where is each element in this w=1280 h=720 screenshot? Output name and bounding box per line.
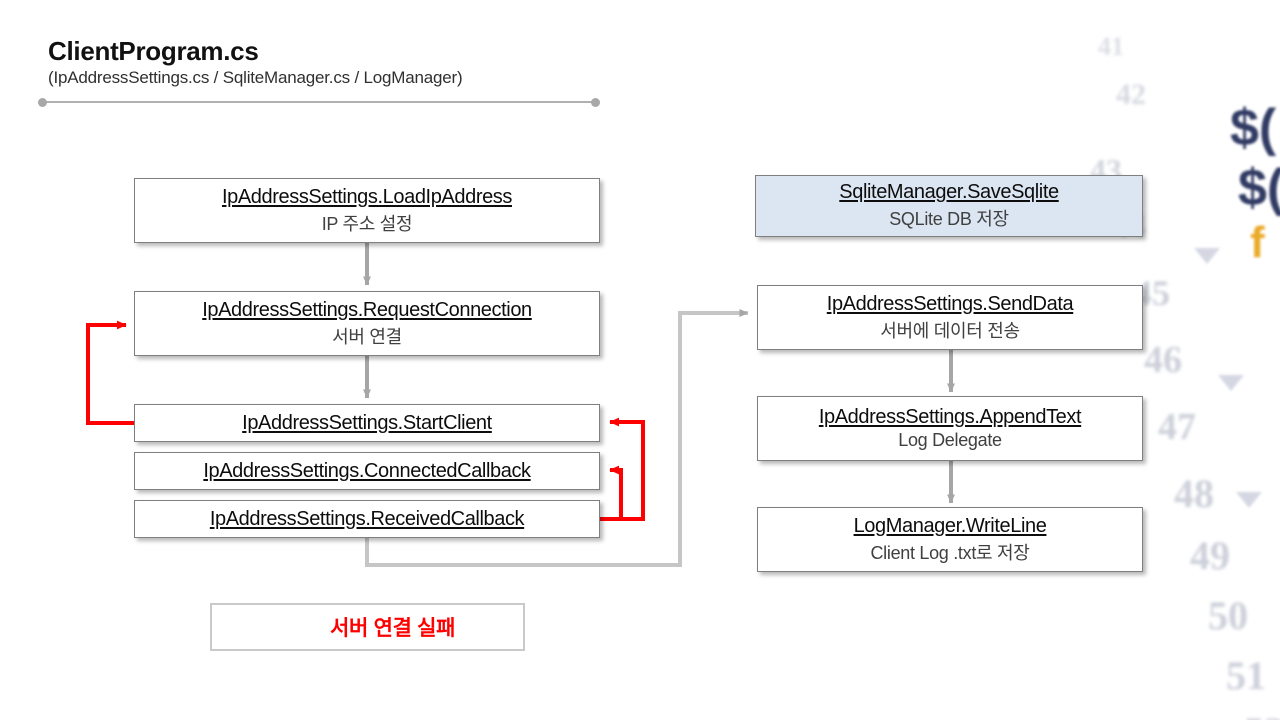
node-subtitle: 서버 연결 <box>332 326 402 347</box>
node-send-data[interactable]: IpAddressSettings.SendData 서버에 데이터 전송 <box>757 285 1143 350</box>
node-load-ip-address[interactable]: IpAddressSettings.LoadIpAddress IP 주소 설정 <box>134 178 600 243</box>
node-subtitle: IP 주소 설정 <box>321 213 413 234</box>
divider-dot-right <box>591 97 600 107</box>
node-write-line[interactable]: LogManager.WriteLine Client Log .txt로 저장 <box>757 507 1143 572</box>
node-title: IpAddressSettings.ReceivedCallback <box>209 507 525 530</box>
legend-label: 서버 연결 실패 <box>330 617 456 640</box>
node-append-text[interactable]: IpAddressSettings.AppendText Log Delegat… <box>757 396 1143 461</box>
node-start-client[interactable]: IpAddressSettings.StartClient <box>134 404 600 442</box>
node-request-connection[interactable]: IpAddressSettings.RequestConnection 서버 연… <box>134 291 600 356</box>
node-received-callback[interactable]: IpAddressSettings.ReceivedCallback <box>134 500 600 538</box>
legend-box: 서버 연결 실패 <box>210 603 525 651</box>
node-save-sqlite[interactable]: SqliteManager.SaveSqlite SQLite DB 저장 <box>755 175 1143 237</box>
node-title: IpAddressSettings.RequestConnection <box>202 298 532 321</box>
node-subtitle: Client Log .txt로 저장 <box>870 542 1030 563</box>
arrow-received-to-senddata <box>365 309 749 567</box>
node-title: IpAddressSettings.ConnectedCallback <box>203 459 531 482</box>
node-title: IpAddressSettings.AppendText <box>818 406 1082 428</box>
node-connected-callback[interactable]: IpAddressSettings.ConnectedCallback <box>134 452 600 490</box>
header: ClientProgram.cs (IpAddressSettings.cs /… <box>48 36 463 88</box>
node-title: IpAddressSettings.SendData <box>826 292 1074 315</box>
fail-arrow-startclient-to-request <box>86 320 134 425</box>
header-divider <box>38 97 600 107</box>
page-title: ClientProgram.cs <box>48 36 259 66</box>
node-title: IpAddressSettings.StartClient <box>242 411 492 434</box>
node-subtitle: Log Delegate <box>898 430 1002 450</box>
node-title: SqliteManager.SaveSqlite <box>839 181 1059 203</box>
divider-dot-left <box>38 97 47 107</box>
node-subtitle: 서버에 데이터 전송 <box>880 320 1020 341</box>
fail-arrow-received-to-connected <box>600 465 623 521</box>
node-title: IpAddressSettings.LoadIpAddress <box>221 185 512 208</box>
page-subtitle: (IpAddressSettings.cs / SqliteManager.cs… <box>48 68 463 88</box>
node-title: LogManager.WriteLine <box>853 514 1047 537</box>
node-subtitle: SQLite DB 저장 <box>889 209 1009 229</box>
